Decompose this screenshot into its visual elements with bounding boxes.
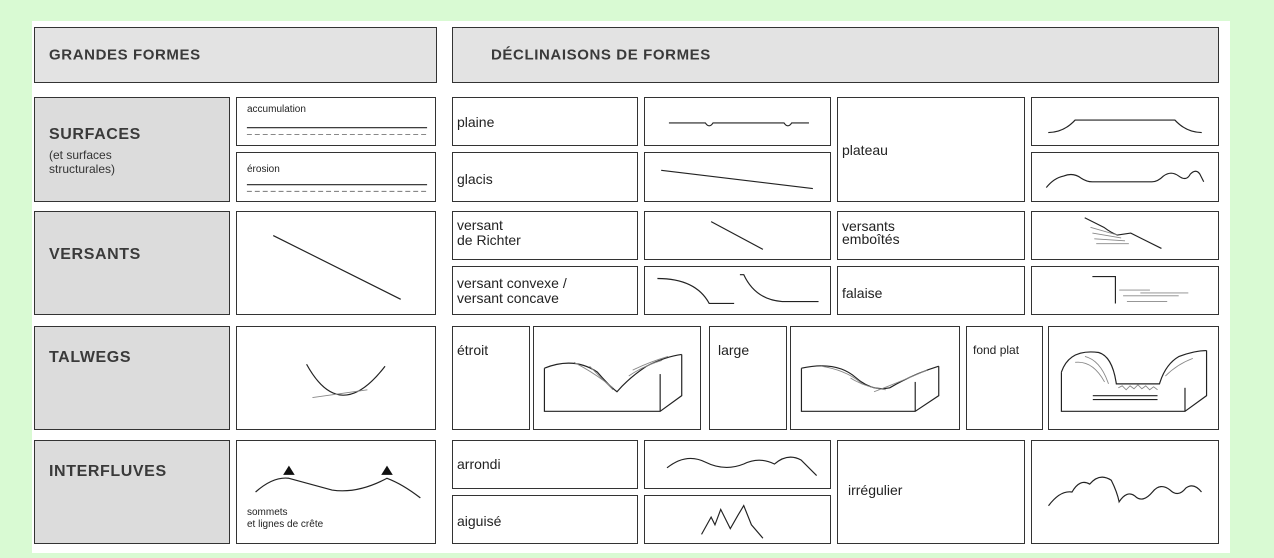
form-large: large	[709, 326, 787, 430]
form-etroit: étroit	[452, 326, 530, 430]
arrondi-drawing	[666, 456, 818, 476]
category-versants-title: VERSANTS	[49, 246, 141, 263]
drawing-glacis	[644, 152, 831, 202]
form-fond-plat: fond plat	[966, 326, 1043, 430]
valley-wide-block-drawing	[800, 365, 940, 412]
versant-symbol-drawing	[272, 235, 401, 300]
accumulation-symbol-drawing	[246, 127, 428, 135]
form-irregulier-label: irrégulier	[848, 482, 903, 498]
header-grandes-formes-label: GRANDES FORMES	[49, 46, 201, 64]
form-glacis-label: glacis	[457, 171, 493, 187]
drawing-arrondi	[644, 440, 831, 489]
category-surfaces: SURFACES (et surfaces structurales)	[34, 97, 230, 202]
symbol-accumulation: accumulation	[236, 97, 436, 146]
form-arrondi: arrondi	[452, 440, 638, 489]
aiguise-drawing	[701, 504, 764, 539]
drawing-large	[790, 326, 960, 430]
form-falaise-label: falaise	[842, 285, 883, 301]
drawing-aiguise	[644, 495, 831, 544]
drawing-versant-richter	[644, 211, 831, 260]
form-versants-emboites: versants emboîtés	[837, 211, 1025, 260]
form-arrondi-label: arrondi	[457, 456, 501, 472]
legend-sheet: GRANDES FORMES DÉCLINAISONS DE FORMES SU…	[32, 21, 1230, 553]
valley-flat-floor-block-drawing	[1060, 349, 1208, 412]
erosion-symbol-drawing	[246, 184, 428, 192]
form-large-label: large	[718, 342, 750, 358]
drawing-versants-emboites	[1031, 211, 1219, 260]
irregulier-drawing	[1048, 476, 1202, 507]
symbol-accumulation-label: accumulation	[247, 104, 306, 115]
form-fond-plat-label: fond plat	[973, 343, 1020, 357]
drawing-versant-convexe	[644, 266, 831, 315]
talweg-symbol-drawing	[306, 363, 386, 399]
form-versants-emboites-label: versants emboîtés	[842, 218, 900, 247]
valley-narrow-block-drawing	[543, 353, 683, 412]
plateau-profile-drawing-2	[1045, 170, 1205, 188]
symbol-sommets-label: sommets et lignes de crête	[247, 507, 324, 530]
drawing-etroit	[533, 326, 701, 430]
category-versants: VERSANTS	[34, 211, 230, 315]
drawing-fond-plat	[1048, 326, 1219, 430]
symbol-erosion-label: érosion	[247, 164, 280, 175]
form-etroit-label: étroit	[457, 342, 489, 358]
form-plateau: plateau	[837, 97, 1025, 202]
category-interfluves: INTERFLUVES	[34, 440, 230, 544]
falaise-drawing	[1092, 276, 1189, 304]
versants-emboites-drawing	[1084, 217, 1162, 249]
versant-convexe-concave-drawing	[657, 274, 819, 305]
form-falaise: falaise	[837, 266, 1025, 315]
category-talwegs: TALWEGS	[34, 326, 230, 430]
category-talwegs-title: TALWEGS	[49, 349, 132, 366]
glacis-profile-drawing	[661, 169, 813, 190]
header-declinaisons: DÉCLINAISONS DE FORMES	[452, 27, 1219, 83]
symbol-erosion: érosion	[236, 152, 436, 202]
form-irregulier: irrégulier	[837, 440, 1025, 544]
symbol-sommets: sommets et lignes de crête	[236, 440, 436, 544]
plateau-profile-drawing-1	[1048, 119, 1202, 134]
header-grandes-formes: GRANDES FORMES	[34, 27, 437, 83]
category-interfluves-title: INTERFLUVES	[49, 463, 167, 480]
form-versant-convexe: versant convexe / versant concave	[452, 266, 638, 315]
form-plateau-label: plateau	[842, 142, 888, 158]
drawing-falaise	[1031, 266, 1219, 315]
form-versant-richter-label: versant de Richter	[457, 217, 521, 248]
form-plaine: plaine	[452, 97, 638, 146]
symbol-talweg	[236, 326, 436, 430]
form-aiguise-label: aiguisé	[457, 513, 502, 529]
versant-richter-drawing	[710, 221, 764, 250]
drawing-plateau-2	[1031, 152, 1219, 202]
form-versant-richter: versant de Richter	[452, 211, 638, 260]
header-declinaisons-label: DÉCLINAISONS DE FORMES	[491, 46, 711, 64]
symbol-versant	[236, 211, 436, 315]
category-surfaces-title: SURFACES	[49, 126, 141, 143]
drawing-plateau-1	[1031, 97, 1219, 146]
category-surfaces-subtitle: (et surfaces structurales)	[49, 148, 116, 176]
form-versant-convexe-label: versant convexe / versant concave	[457, 275, 567, 306]
form-plaine-label: plaine	[457, 114, 495, 130]
form-aiguise: aiguisé	[452, 495, 638, 544]
form-glacis: glacis	[452, 152, 638, 202]
sommets-symbol-drawing	[255, 465, 421, 499]
drawing-irregulier	[1031, 440, 1219, 544]
drawing-plaine	[644, 97, 831, 146]
plaine-profile-drawing	[668, 122, 809, 127]
